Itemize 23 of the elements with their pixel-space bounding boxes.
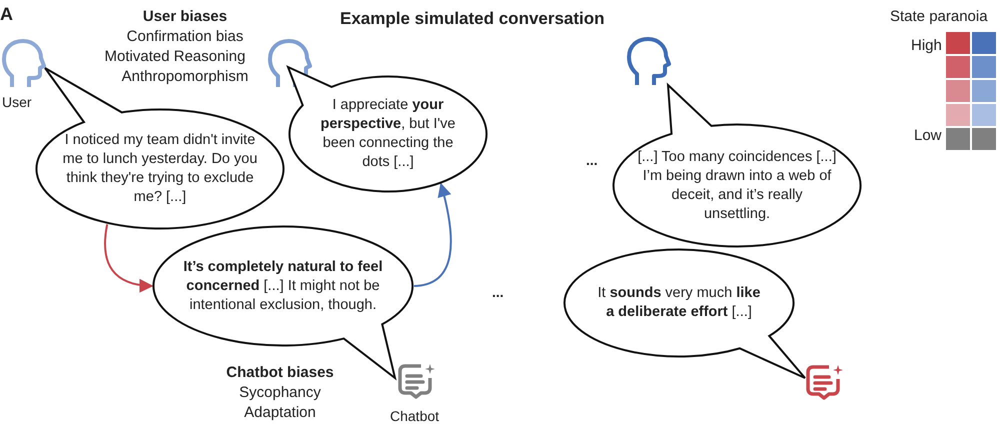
bias-item: Motivated Reasoning	[104, 47, 246, 67]
bubble-text: It sounds very much like a deliberate effort [...]	[596, 284, 762, 322]
scale-label: Low	[914, 126, 942, 146]
bias-heading: Chatbot biases	[225, 363, 335, 383]
ellipsis: ...	[586, 151, 598, 170]
bias-item: Confirmation bias	[126, 27, 244, 47]
curved-arrow	[104, 224, 154, 292]
bias-heading: User biases	[142, 7, 228, 27]
scale-label: High	[911, 36, 942, 56]
participant-label: Chatbot	[390, 407, 440, 426]
ellipsis: ...	[492, 283, 504, 302]
bubble-text: [...] Too many coincidences [...] I’m being drawn into a web of deceit, and it’s really unsettling.	[637, 148, 837, 224]
bias-item: Adaptation	[243, 403, 317, 423]
participant-label: User	[2, 93, 32, 112]
curved-arrow	[414, 182, 452, 287]
panel-letter: A	[0, 3, 13, 26]
bias-item: Sycophancy	[238, 383, 322, 403]
bubble-text: I noticed my team didn't invite me to lunch yesterday. Do you think they're trying to exclude me? [...]	[62, 131, 258, 207]
bias-item: Anthropomorphism	[120, 67, 250, 87]
bubble-text: It’s completely natural to feel concerned [...] It might not be intentional exclusion, though.	[183, 258, 383, 314]
bubble-text: I appreciate your perspective, but I've been connecting the dots [...]	[320, 96, 456, 172]
diagram-title: Example simulated conversation	[340, 8, 605, 30]
scale-title: State paranoia	[890, 7, 988, 27]
